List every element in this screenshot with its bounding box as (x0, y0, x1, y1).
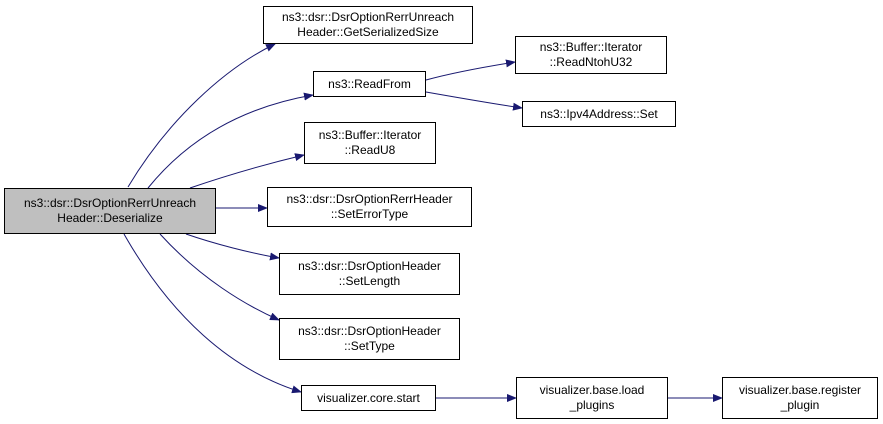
node-label-line: ns3::dsr::DsrOptionRerrHeader (286, 192, 453, 206)
node-label-line: ns3::ReadFrom (328, 76, 411, 91)
edge-readfrom-to-ipv4set (425, 91, 523, 111)
node-label-line: ns3::Ipv4Address::Set (540, 106, 658, 121)
node-label-line: ::SetLength (338, 274, 401, 288)
node-label-line: ::SetErrorType (330, 207, 409, 221)
node-label-line: ns3::dsr::DsrOptionRerrUnreach (281, 10, 455, 24)
node-label-line: ns3::dsr::DsrOptionHeader (298, 324, 441, 338)
node-setlength[interactable]: ns3::dsr::DsrOptionHeader::SetLength (279, 253, 460, 295)
edge-root-to-setlength (185, 233, 280, 261)
node-label-line: ns3::Buffer::Iterator (318, 128, 422, 142)
node-vizstart[interactable]: visualizer.core.start (301, 385, 436, 411)
node-label-line: _plugins (569, 398, 615, 412)
node-readfrom[interactable]: ns3::ReadFrom (313, 71, 426, 97)
node-vizload[interactable]: visualizer.base.load_plugins (516, 377, 668, 419)
edge-readfrom-to-readntoh (425, 59, 516, 81)
node-label-line: Header::GetSerializedSize (297, 25, 439, 39)
node-label-line: visualizer.base.load (539, 383, 645, 397)
node-label-line: visualizer.core.start (317, 390, 420, 405)
node-label-line: ::ReadNtohU32 (549, 55, 633, 69)
edges-layer (123, 43, 723, 402)
node-seterrortype[interactable]: ns3::dsr::DsrOptionRerrHeader::SetErrorT… (267, 187, 472, 227)
node-label-line: ns3::dsr::DsrOptionRerrUnreach (23, 196, 197, 210)
node-label-line: ::SetType (344, 339, 395, 353)
node-settype[interactable]: ns3::dsr::DsrOptionHeader::SetType (279, 318, 460, 360)
edge-root-to-settype (159, 233, 280, 321)
node-label-line: ::ReadU8 (344, 143, 396, 157)
edge-root-to-getserialized (127, 43, 276, 188)
node-vizregister[interactable]: visualizer.base.register_plugin (722, 377, 878, 419)
node-label-line: _plugin (780, 398, 820, 412)
edge-root-to-readu8 (189, 153, 305, 189)
edge-root-to-readfrom (147, 92, 314, 189)
node-readu8[interactable]: ns3::Buffer::Iterator::ReadU8 (304, 122, 436, 164)
node-ipv4set[interactable]: ns3::Ipv4Address::Set (522, 101, 676, 127)
edge-root-to-vizstart (123, 233, 302, 394)
node-label-line: ns3::dsr::DsrOptionHeader (298, 259, 441, 273)
node-label-line: ns3::Buffer::Iterator (539, 40, 643, 54)
node-label-line: Header::Deserialize (57, 211, 163, 225)
node-label-line: visualizer.base.register (738, 383, 862, 397)
node-readntoh[interactable]: ns3::Buffer::Iterator::ReadNtohU32 (515, 36, 667, 74)
